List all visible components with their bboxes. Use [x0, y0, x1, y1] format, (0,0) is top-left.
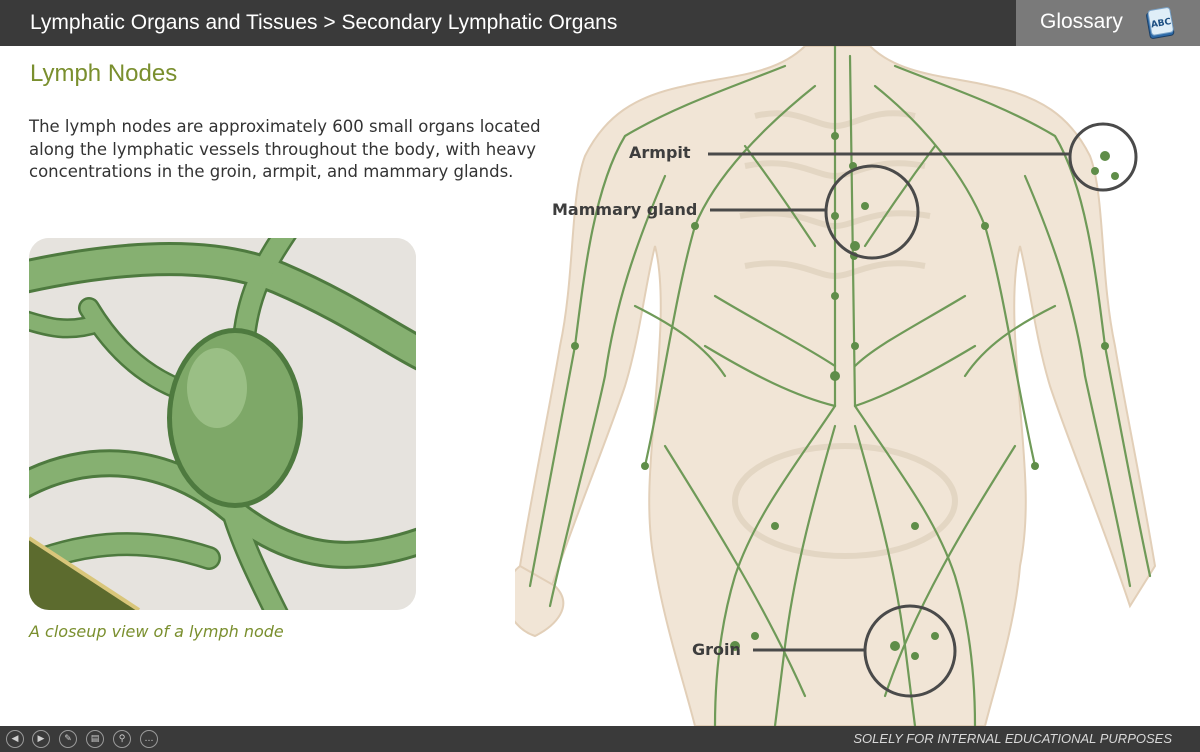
breadcrumb: Lymphatic Organs and Tissues > Secondary… [30, 11, 618, 34]
prev-icon[interactable]: ◀ [6, 730, 24, 748]
mammary-gland-label: Mammary gland [552, 200, 698, 219]
zoom-icon[interactable]: ⚲ [113, 730, 131, 748]
bottom-toolbar: ◀ ▶ ✎ ▤ ⚲ … SOLELY FOR INTERNAL EDUCATIO… [0, 726, 1200, 752]
armpit-highlight [1068, 122, 1138, 192]
more-icon[interactable]: … [140, 730, 158, 748]
lymphatic-system-illustration [515, 46, 1200, 726]
svg-text:ABC: ABC [1150, 17, 1172, 30]
top-bar: Lymphatic Organs and Tissues > Secondary… [0, 0, 1200, 46]
closeup-caption: A closeup view of a lymph node [29, 622, 284, 641]
intro-paragraph: The lymph nodes are approximately 600 sm… [29, 117, 541, 181]
page-title: Lymph Nodes [30, 60, 178, 87]
footer-note: SOLELY FOR INTERNAL EDUCATIONAL PURPOSES [853, 731, 1172, 746]
armpit-label: Armpit [629, 143, 691, 162]
abc-book-icon: ABC [1142, 5, 1178, 41]
mammary-gland-highlight [824, 164, 920, 260]
glossary-label: Glossary [1040, 10, 1123, 33]
notes-icon[interactable]: ▤ [86, 730, 104, 748]
lymph-node-closeup-illustration [29, 238, 416, 610]
groin-label: Groin [692, 640, 741, 659]
glossary-button[interactable]: Glossary ABC [1016, 0, 1200, 46]
next-icon[interactable]: ▶ [32, 730, 50, 748]
pen-icon[interactable]: ✎ [59, 730, 77, 748]
